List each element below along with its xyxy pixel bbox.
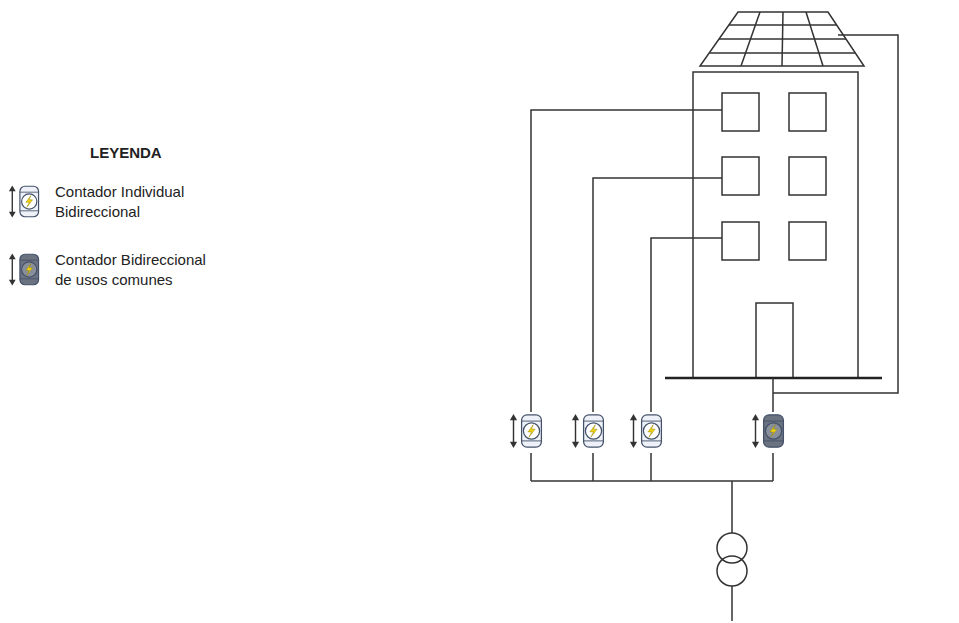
building [693,72,858,378]
wiring [531,35,898,621]
meter-icon [9,185,39,217]
individual-meter [572,414,604,448]
legend-title: LEYENDA [90,143,162,163]
legend-text: Contador Bidireccional de usos comunes [55,250,220,290]
individual-meter [630,414,662,448]
legend-text: Contador Individual Bidireccional [55,182,220,222]
meter-icon [9,253,39,285]
common-meter [752,414,784,448]
individual-meter [510,414,542,448]
solar-panel [700,12,864,66]
